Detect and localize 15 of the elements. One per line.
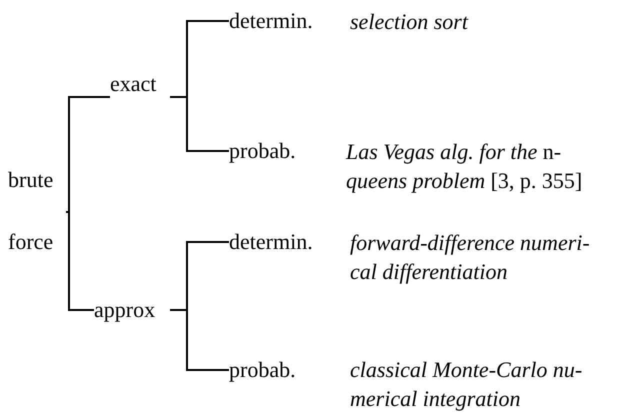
- tree-connector: [170, 96, 229, 152]
- example-text: Las Vegas alg. for the n-queens problem [3, p. 355]: [346, 138, 584, 195]
- tree-node-label: brute force: [8, 149, 66, 273]
- tree-node-label: probab.: [229, 137, 329, 165]
- tree-node-label: probab.: [229, 356, 329, 384]
- tree-node-label: exact: [110, 70, 170, 98]
- tree-node-label: determin.: [229, 228, 329, 256]
- example-text: selection sort: [350, 8, 470, 36]
- tree-connector: [66, 211, 94, 311]
- tree-connector: [66, 96, 110, 213]
- tree-connector: [170, 309, 229, 371]
- example-text: forward-difference numeri- cal differentiation: [350, 229, 591, 286]
- tree-node-label: approx: [94, 296, 170, 324]
- example-text: classical Monte-Carlo nu- merical integration: [350, 356, 584, 413]
- tree-node-label: determin.: [229, 7, 329, 35]
